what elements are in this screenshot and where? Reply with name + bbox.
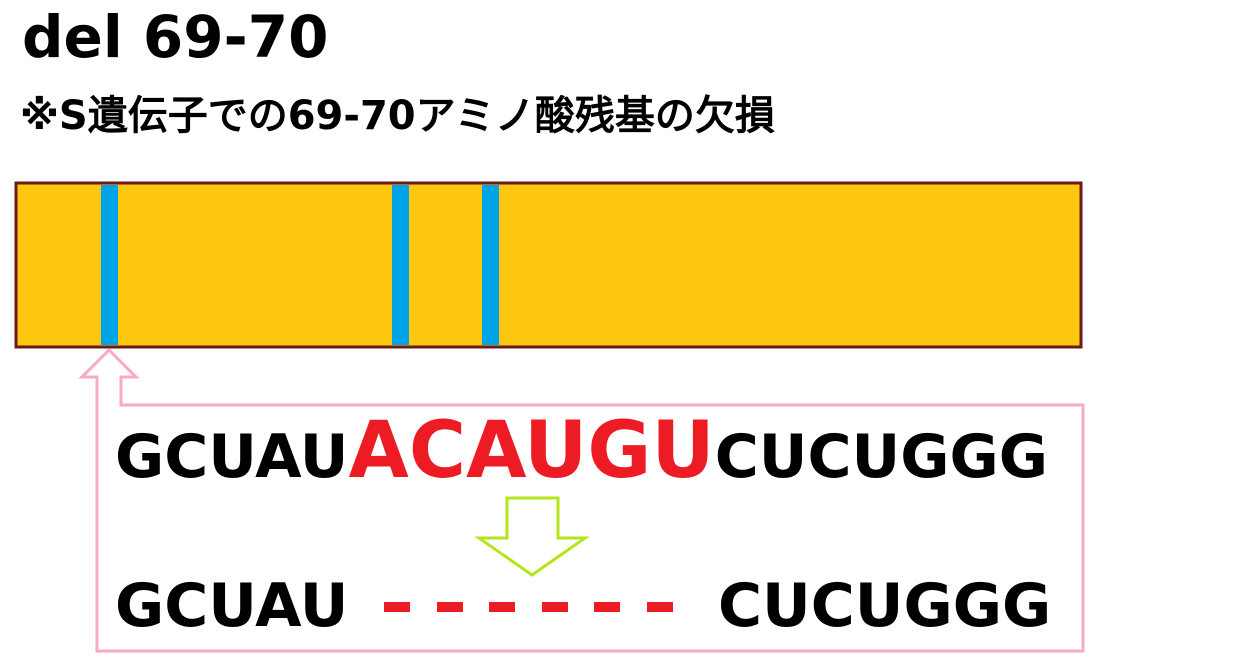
sequence-deleted-right: CUCUGGG xyxy=(718,571,1052,641)
sequence-deleted-left: GCUAU xyxy=(115,571,349,641)
gene-marker-1 xyxy=(101,185,118,345)
sequence-original-right: CUCUGGG xyxy=(714,422,1049,492)
page-title: del 69-70 xyxy=(22,3,329,71)
deletion-dash xyxy=(646,602,673,612)
sequence-original: GCUAUACAUGUCUCUGGG xyxy=(115,412,1048,490)
deletion-dash xyxy=(541,602,568,612)
page-subtitle: ※S遺伝子での69-70アミノ酸残基の欠損 xyxy=(20,93,775,139)
gene-marker-2 xyxy=(392,185,409,345)
deletion-dash xyxy=(489,602,515,612)
deletion-dash xyxy=(384,602,410,612)
gene-bar xyxy=(14,181,1083,349)
sequence-original-deleted: ACAUGU xyxy=(348,406,715,496)
sequence-original-left: GCUAU xyxy=(115,422,349,492)
down-arrow-icon xyxy=(474,496,590,577)
gene-marker-3 xyxy=(482,185,499,345)
deletion-dash xyxy=(594,602,620,612)
deletion-dash xyxy=(436,602,463,612)
callout-arrow-box xyxy=(78,347,1085,653)
